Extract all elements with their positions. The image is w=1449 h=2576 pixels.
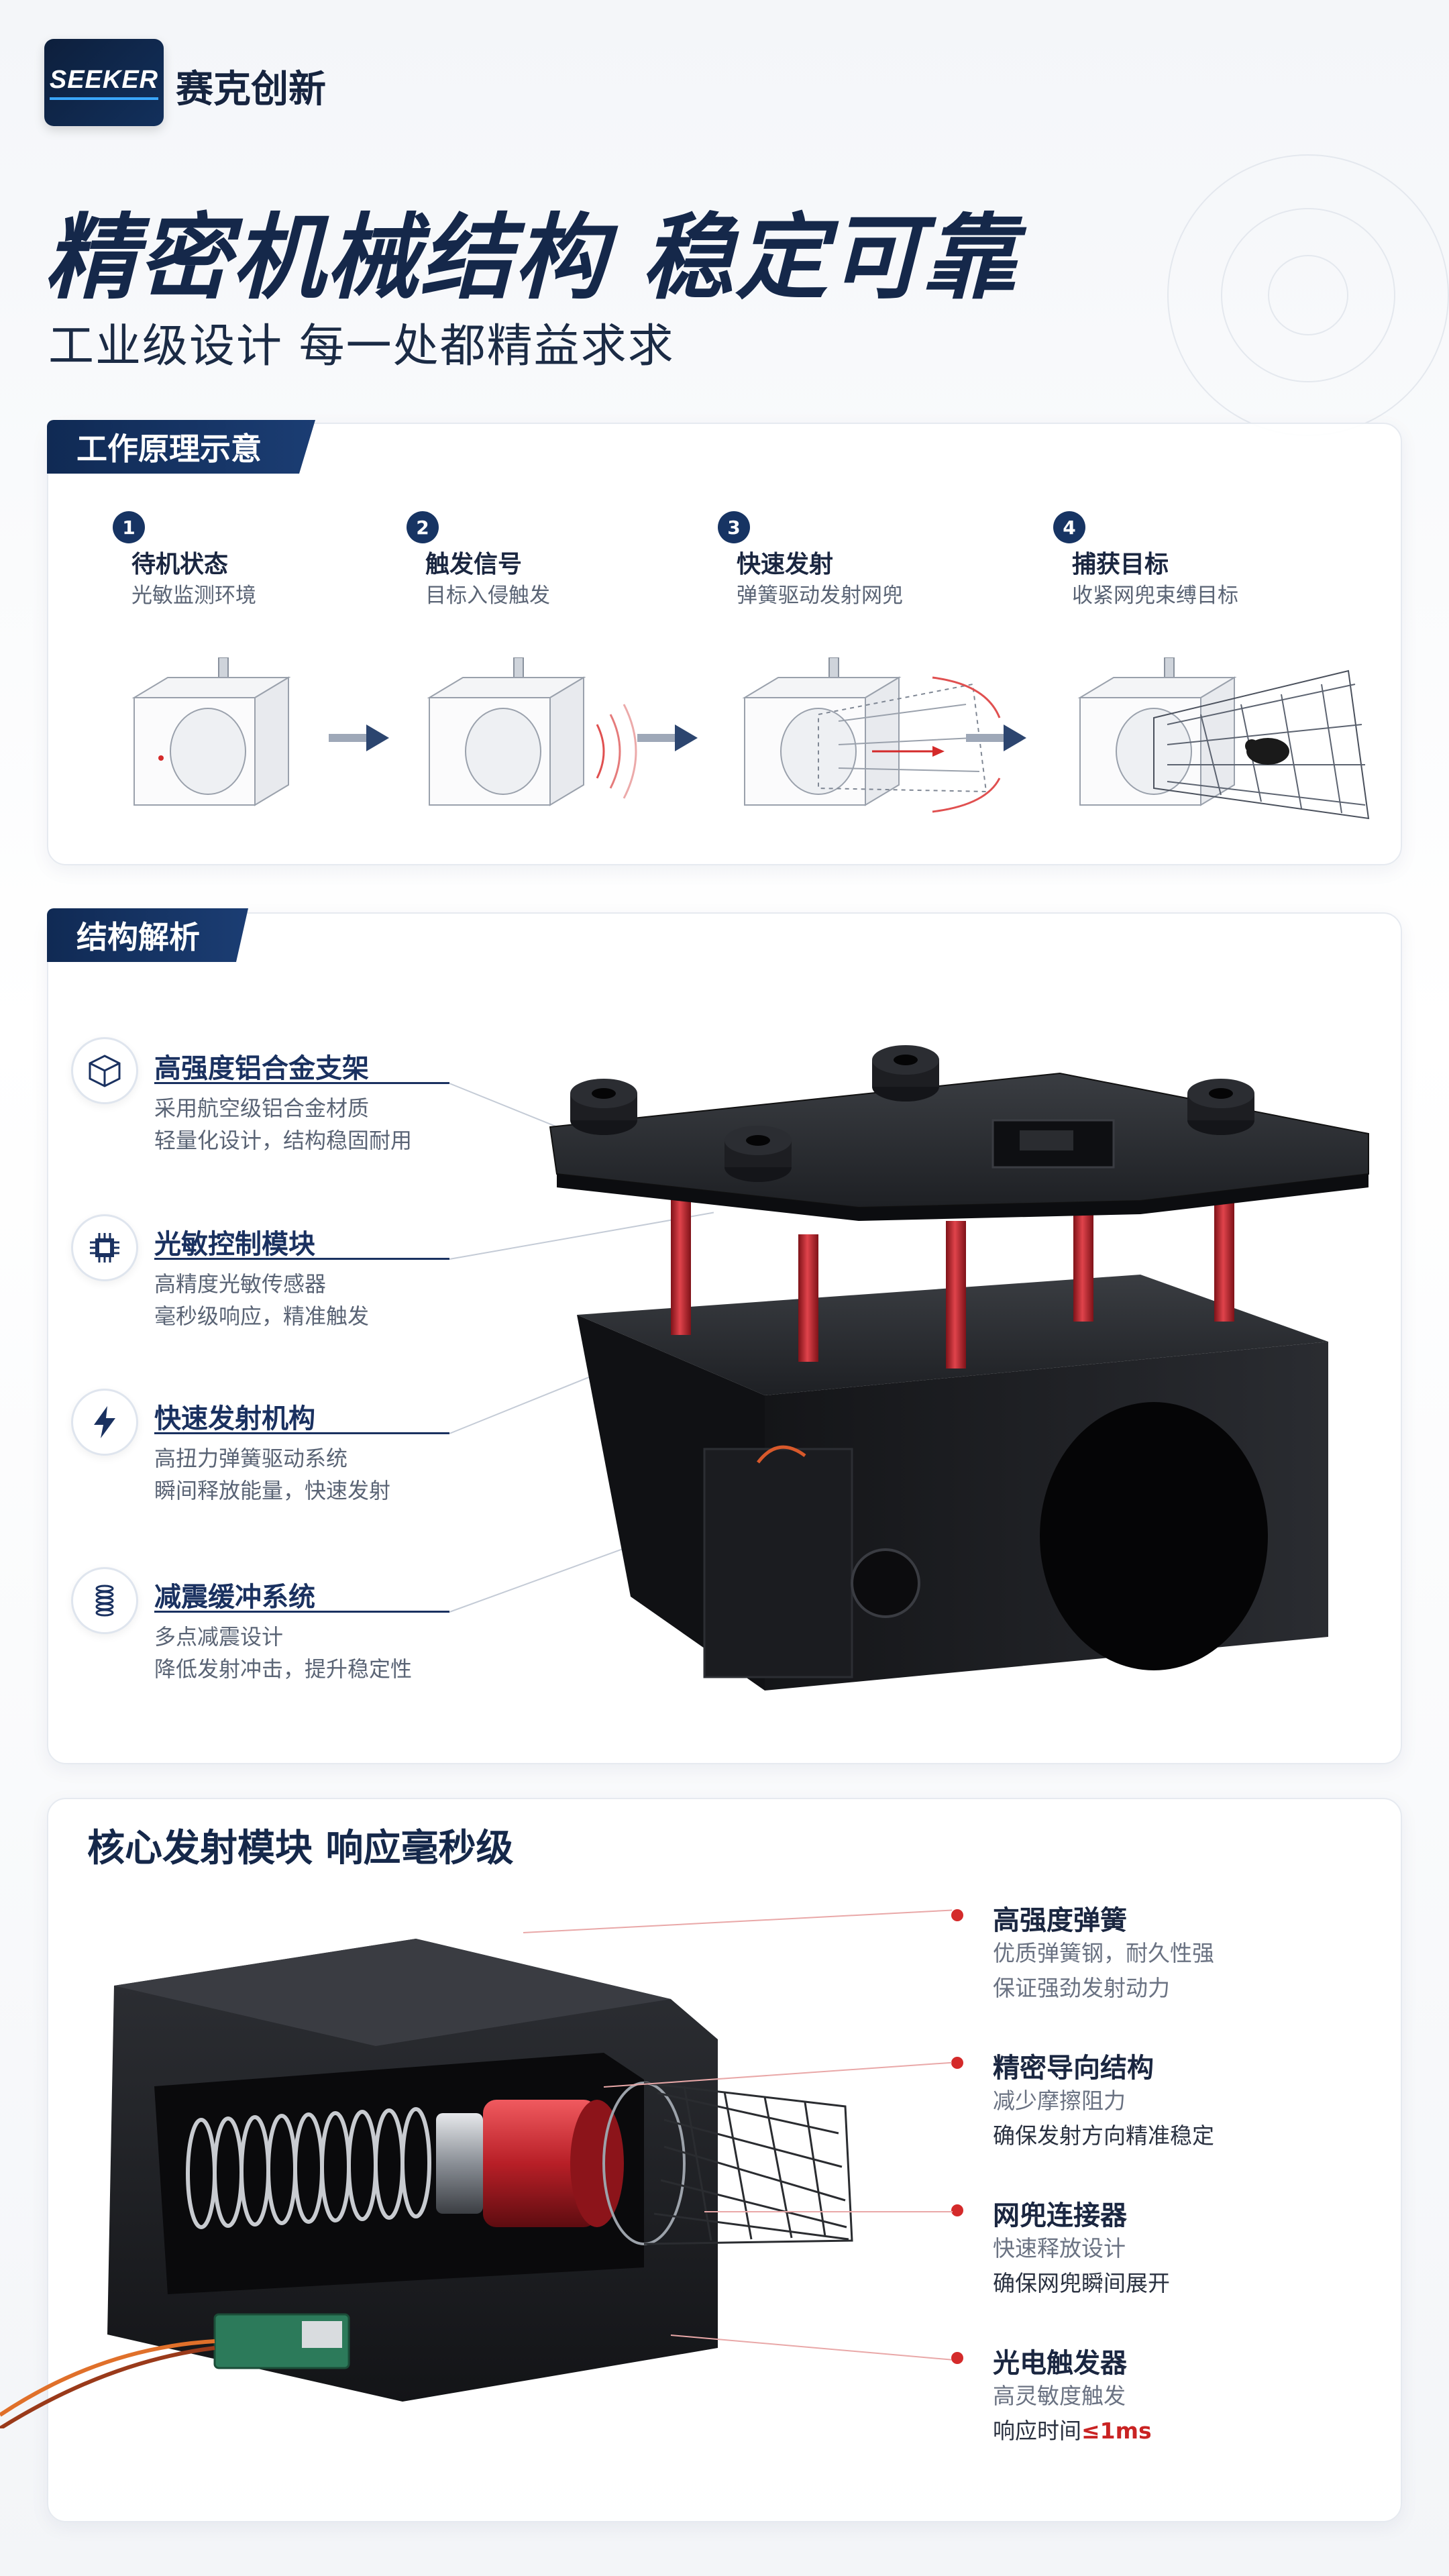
core-item-2-desc-1: 减少摩擦阻力 xyxy=(993,2088,1126,2114)
trap-device-render xyxy=(549,1045,1369,1690)
core-item-1-label: 高强度弹簧 xyxy=(993,1905,1127,1936)
step-1-number: 1 xyxy=(113,511,145,543)
step-4-number: 4 xyxy=(1053,511,1085,543)
response-time-value: ≤1ms xyxy=(1081,2418,1152,2444)
feature-2-title: 光敏控制模块 xyxy=(154,1229,315,1260)
step-2-number: 2 xyxy=(407,511,439,543)
core-item-2-marker xyxy=(951,2057,963,2069)
core-module-title: 核心发射模块 响应毫秒级 xyxy=(87,1827,514,1870)
feature-3-title: 快速发射机构 xyxy=(154,1403,315,1434)
step-4-desc: 收紧网兜束缚目标 xyxy=(1072,584,1238,608)
step-4-title: 捕获目标 xyxy=(1072,551,1169,578)
core-item-3-desc-2: 确保网兜瞬间展开 xyxy=(993,2270,1170,2296)
step-3-number: 3 xyxy=(718,511,750,543)
core-item-4-desc-2: 响应时间≤1ms xyxy=(993,2414,1152,2449)
structure-section-tag: 结构解析 xyxy=(47,908,248,962)
feature-3-underline xyxy=(154,1432,449,1434)
response-time-label: 响应时间 xyxy=(993,2418,1081,2444)
step-4-device-illustration xyxy=(1077,657,1370,820)
feature-1-icon-badge xyxy=(71,1037,138,1104)
step-2-device-illustration xyxy=(427,657,637,806)
step-2-title: 触发信号 xyxy=(425,551,523,578)
core-item-1-desc-2: 保证强劲发射动力 xyxy=(993,1975,1170,2001)
core-item-4-label: 光电触发器 xyxy=(993,2348,1127,2379)
page-title: 精密机械结构 稳定可靠 xyxy=(44,204,1018,312)
step-3-desc: 弹簧驱动发射网兜 xyxy=(737,584,903,608)
core-item-3-marker xyxy=(951,2204,963,2216)
principle-section-tag: 工作原理示意 xyxy=(47,420,315,474)
step-1-title: 待机状态 xyxy=(131,551,229,578)
page-subtitle: 工业级设计 每一处都精益求求 xyxy=(48,320,675,373)
feature-4-desc-2: 降低发射冲击，提升稳定性 xyxy=(154,1656,413,1682)
feature-4-desc-1: 多点减震设计 xyxy=(154,1624,284,1650)
step-2-desc: 目标入侵触发 xyxy=(425,584,550,608)
feature-2-underline xyxy=(154,1258,449,1260)
spring-icon xyxy=(95,1585,114,1617)
feature-3-desc-1: 高扭力弹簧驱动系统 xyxy=(154,1446,348,1471)
decor-circle-inner xyxy=(1221,208,1395,382)
core-item-2-desc-2: 确保发射方向精准稳定 xyxy=(993,2123,1214,2149)
core-item-4-marker xyxy=(951,2352,963,2364)
core-item-3-label: 网兜连接器 xyxy=(993,2200,1127,2231)
logo-text: SEEKER xyxy=(49,66,159,100)
feature-3-desc-2: 瞬间释放能量，快速发射 xyxy=(154,1478,391,1503)
core-item-3-desc-1: 快速释放设计 xyxy=(993,2235,1126,2261)
arrow-right-icon xyxy=(637,724,698,751)
core-item-4-desc-1: 高灵敏度触发 xyxy=(993,2383,1126,2409)
feature-2-desc-1: 高精度光敏传感器 xyxy=(154,1271,327,1297)
feature-2-icon-badge xyxy=(71,1214,138,1281)
core-item-2-label: 精密导向结构 xyxy=(993,2053,1154,2084)
core-item-1-desc-1: 优质弹簧钢，耐久性强 xyxy=(993,1940,1214,1966)
feature-4-title: 减震缓冲系统 xyxy=(154,1582,315,1613)
launcher-module-render xyxy=(0,1939,853,2428)
arrow-right-icon xyxy=(329,724,389,751)
step-3-device-illustration xyxy=(742,657,1001,813)
chip-icon xyxy=(90,1233,119,1263)
feature-1-desc-2: 轻量化设计，结构稳固耐用 xyxy=(154,1128,413,1153)
feature-1-underline xyxy=(154,1082,449,1084)
feature-1-desc-1: 采用航空级铝合金材质 xyxy=(154,1095,370,1121)
feature-3-icon-badge xyxy=(71,1389,138,1456)
cube-icon xyxy=(89,1055,121,1087)
arrow-right-icon xyxy=(966,724,1026,751)
brand-name: 赛克创新 xyxy=(176,68,326,111)
core-item-3-leader-line xyxy=(704,2211,953,2212)
decor-circle-core xyxy=(1268,255,1348,335)
feature-2-desc-2: 毫秒级响应，精准触发 xyxy=(154,1303,370,1329)
step-1-device-illustration xyxy=(131,657,291,806)
core-item-1-marker xyxy=(951,1909,963,1921)
feature-4-underline xyxy=(154,1611,449,1613)
feature-4-icon-badge xyxy=(71,1567,138,1634)
brand-logo[interactable]: SEEKER xyxy=(44,39,164,126)
step-3-title: 快速发射 xyxy=(737,551,834,578)
lightning-icon xyxy=(94,1406,115,1438)
feature-1-title: 高强度铝合金支架 xyxy=(154,1053,369,1084)
step-1-desc: 光敏监测环境 xyxy=(131,584,256,608)
